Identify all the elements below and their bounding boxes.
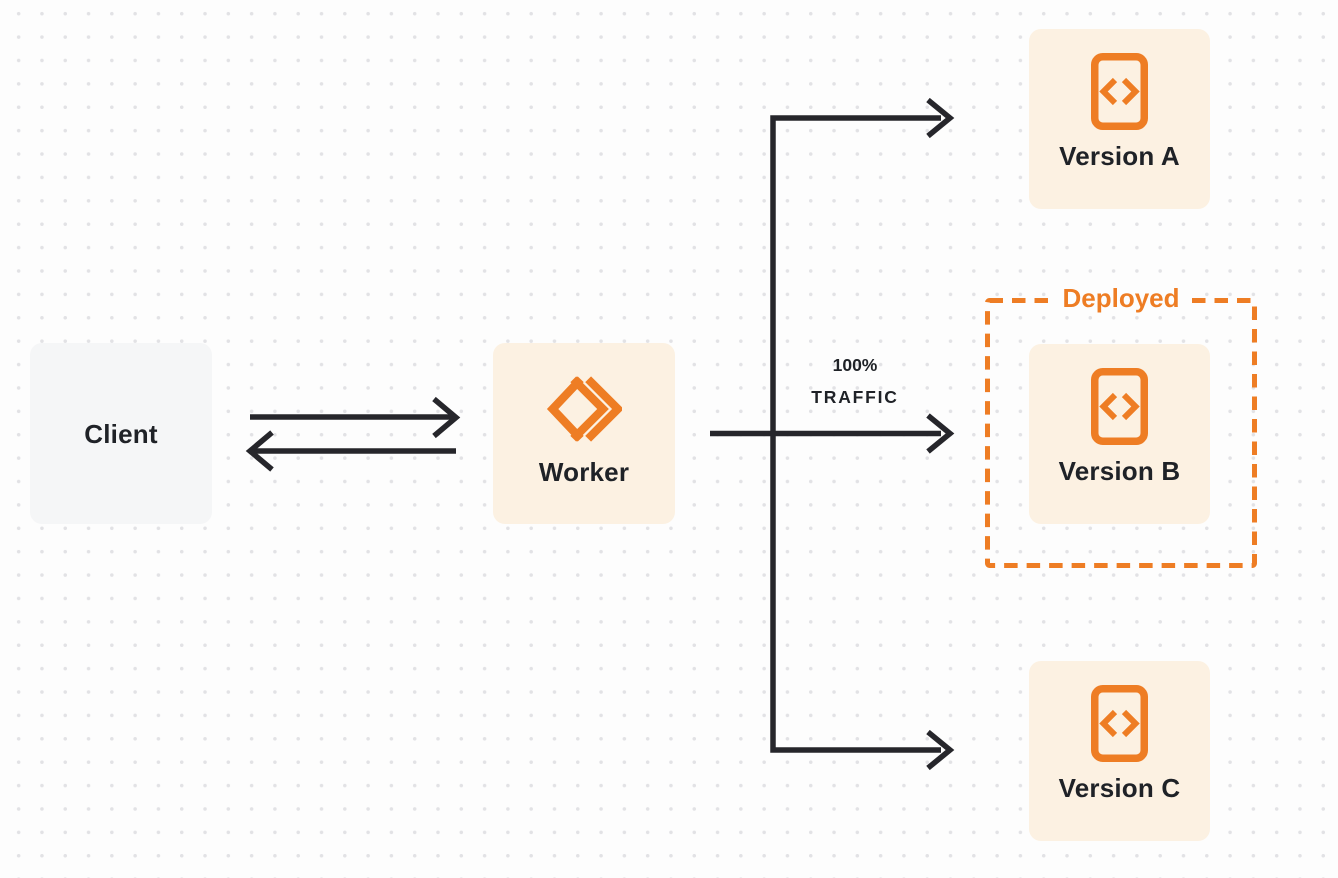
traffic-label: 100% TRAFFIC [785, 349, 925, 413]
code-file-icon [1091, 53, 1148, 130]
arrow-client-to-worker [250, 396, 461, 439]
deployed-label: Deployed [1050, 283, 1192, 313]
code-file-icon [1091, 685, 1148, 762]
cloudflare-workers-icon [546, 376, 622, 442]
worker-label: Worker [538, 457, 630, 487]
version-b-label: Version B [1058, 456, 1181, 486]
node-worker: Worker [493, 343, 675, 524]
traffic-word-text: TRAFFIC [811, 387, 899, 407]
code-file-icon [1091, 368, 1148, 445]
arrow-worker-to-client [245, 430, 456, 472]
node-version-c: Version C [1029, 661, 1210, 841]
traffic-percent-text: 100% [832, 355, 878, 375]
version-a-label: Version A [1059, 141, 1180, 171]
deployed-dashed-border [985, 298, 1257, 568]
arrow-worker-to-version-b [710, 413, 955, 454]
node-version-b: Version B [1029, 344, 1210, 524]
node-version-a: Version A [1029, 29, 1210, 209]
client-label: Client [84, 418, 158, 449]
node-client: Client [30, 343, 212, 524]
arrow-branches-to-version-a-and-c [770, 97, 955, 771]
version-c-label: Version C [1058, 773, 1181, 803]
deployed-group: Deployed [985, 283, 1257, 568]
